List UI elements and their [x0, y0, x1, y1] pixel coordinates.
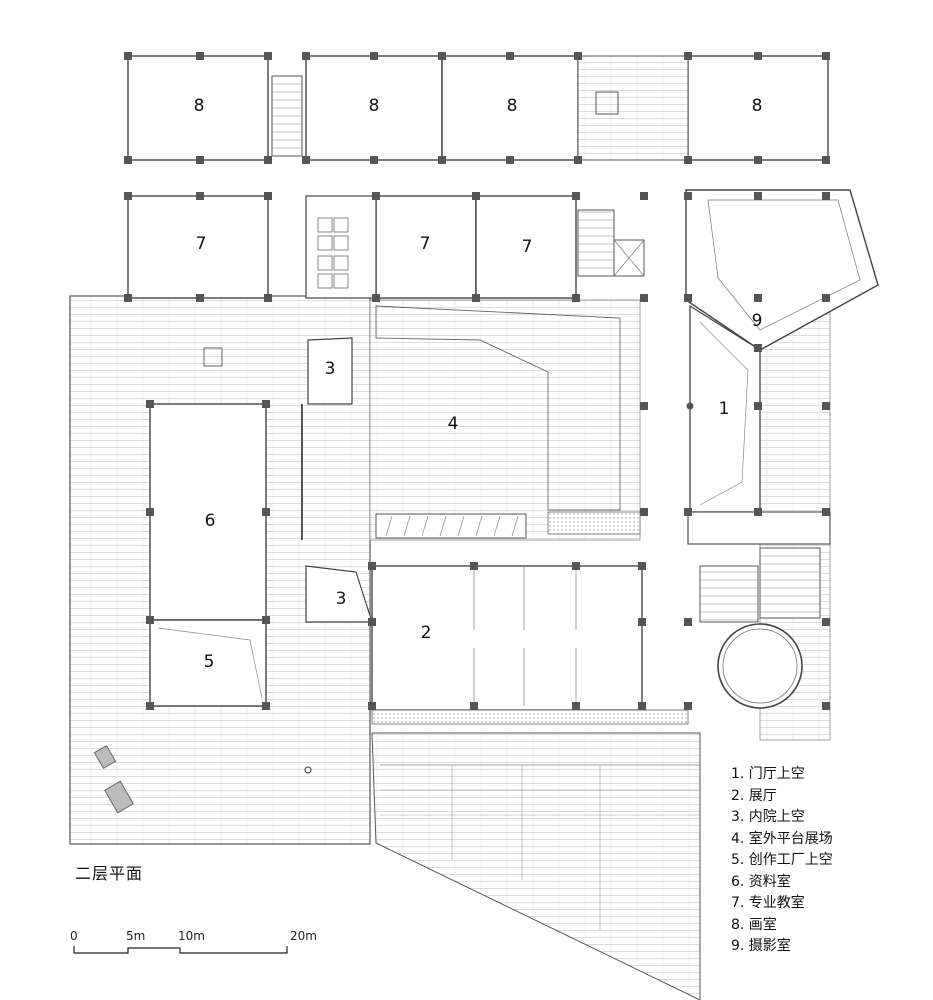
core-stair: [577, 209, 615, 277]
studio-8a: [127, 55, 269, 161]
legend-item: 6. 资料室: [731, 873, 791, 890]
scale-bar: [73, 946, 288, 954]
room-label-7c: 7: [522, 237, 533, 257]
scale-label-10m: 10m: [178, 929, 205, 943]
east-stair: [699, 565, 759, 623]
room-label-8d: 8: [752, 96, 763, 116]
room-label-7b: 7: [420, 234, 431, 254]
classroom-7c: [475, 195, 577, 299]
legend-item: 5. 创作工厂上空: [731, 852, 833, 868]
room-legend: 1. 门厅上空 2. 展厅 3. 内院上空 4. 室外平台展场 5. 创作工厂上…: [731, 764, 833, 958]
room-label-7a: 7: [196, 234, 207, 254]
room-label-1: 1: [719, 399, 730, 419]
north-stair: [271, 75, 303, 157]
outdoor-platform-4: [375, 305, 621, 511]
legend-item: 4. 室外平台展场: [731, 830, 833, 847]
room-label-2: 2: [421, 623, 432, 643]
scale-label-0: 0: [70, 929, 78, 943]
round-pavilion: [717, 623, 803, 709]
room-label-8a: 8: [194, 96, 205, 116]
legend-item: 3. 内院上空: [731, 809, 805, 825]
courtyard-void-3a: [307, 337, 353, 405]
structural-columns: [124, 52, 830, 710]
room-label-4: 4: [448, 414, 459, 434]
classroom-7a: [127, 195, 269, 299]
east-restrooms: [687, 511, 831, 545]
restroom-block: [305, 195, 377, 299]
entry-steps: [371, 732, 701, 1000]
legend-item: 9. 摄影室: [731, 938, 791, 954]
exhibition-hall-2: [371, 565, 643, 711]
workshop-void-5: [149, 619, 267, 707]
room-label-3b: 3: [336, 589, 347, 609]
scale-label-5m: 5m: [126, 929, 146, 943]
north-deck: [577, 55, 689, 161]
legend-item: 7. 专业教室: [731, 895, 805, 911]
room-label-5: 5: [204, 652, 215, 672]
scale-label-20m: 20m: [290, 929, 317, 943]
room-label-8c: 8: [507, 96, 518, 116]
photo-studio-9: [685, 189, 879, 351]
room-label-6: 6: [205, 511, 216, 531]
legend-item: 1. 门厅上空: [731, 766, 805, 782]
room-label-3a: 3: [325, 359, 336, 379]
legend-item: 8. 画室: [731, 916, 777, 933]
legend-item: 2. 展厅: [731, 787, 777, 804]
east-stair-2: [759, 547, 821, 619]
drawing-title: 二层平面: [75, 864, 144, 883]
room-label-9: 9: [752, 311, 763, 331]
room-label-8b: 8: [369, 96, 380, 116]
